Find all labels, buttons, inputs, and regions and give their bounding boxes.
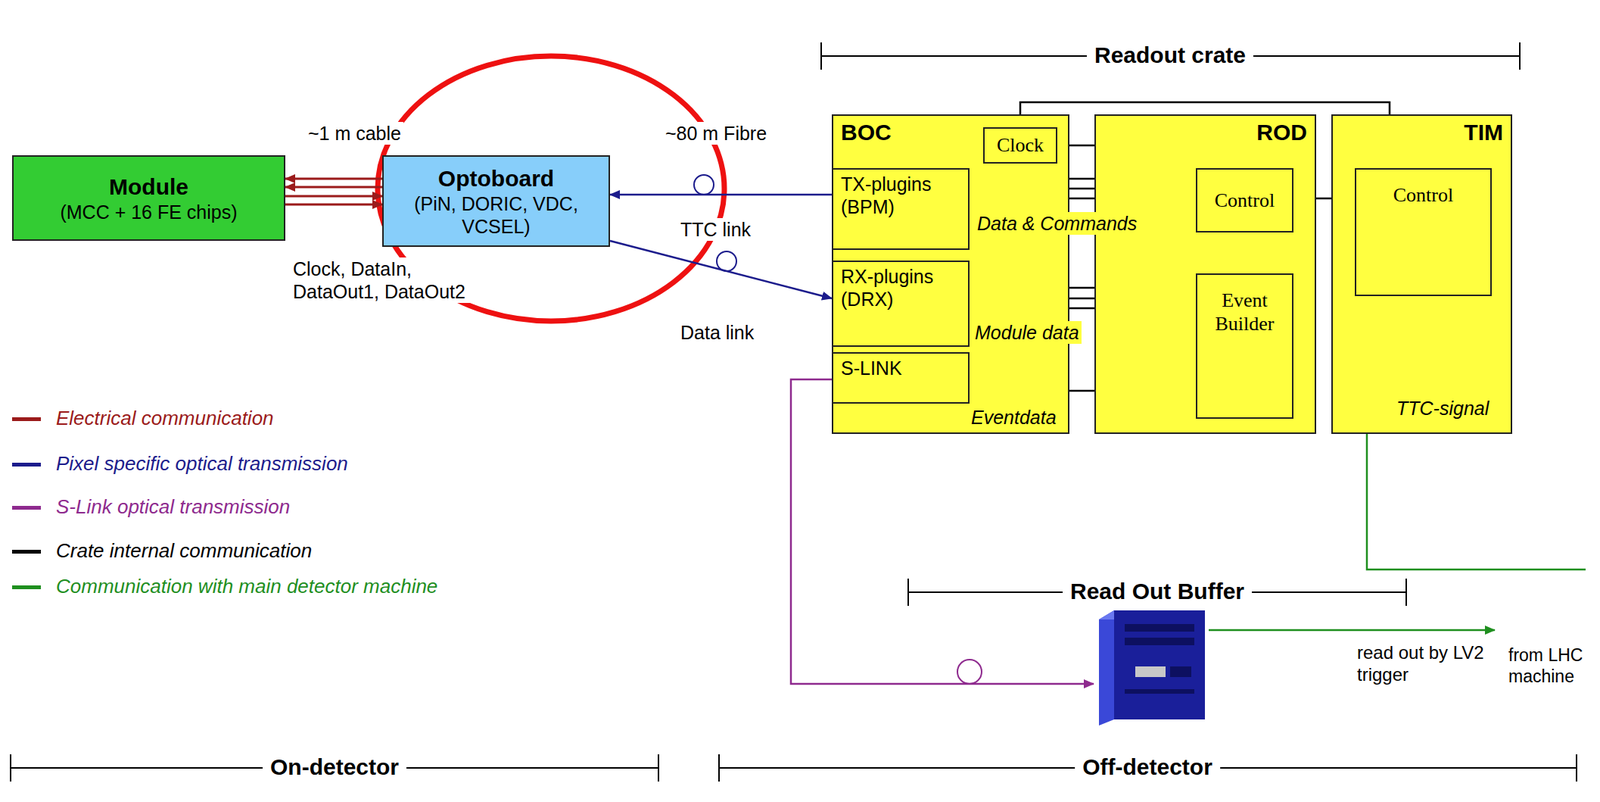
node-title: Control [1214,188,1275,212]
legend-text: Crate internal communication [56,538,312,563]
node-title: Module [108,173,189,201]
legend-swatch [12,549,41,554]
optoboard-box: Optoboard(PiN, DORIC, VDC, VCSEL) [382,155,611,247]
text-label: On-detector [262,753,407,781]
legend-text: Electrical communication [56,406,274,430]
text-label: from LHC machine [1506,644,1600,687]
module-box: Module(MCC + 16 FE chips) [12,155,286,241]
crate-card: TIM Control [1331,114,1513,434]
bracket [10,42,1577,782]
connector [610,240,832,299]
node-title: S-LINK [840,356,961,380]
text-label: Readout crate [1086,41,1254,69]
legend-text: S-Link optical transmission [56,494,290,519]
node-title: Control [1360,183,1486,207]
text-label: TTC link [678,217,754,241]
node-title: TX-plugins (BPM) [840,172,961,218]
text-label: read out by LV2 trigger [1354,641,1492,686]
text-label: Data link [678,320,757,344]
connector [285,177,383,181]
node-title: TIM [1340,118,1504,147]
text-label: Off-detector [1074,753,1221,781]
slink-box: S-LINK [831,351,970,404]
plugin-box: TX-plugins (BPM) [831,168,970,250]
legend-swatch [12,585,41,589]
text-label: ~80 m Fibre [663,121,769,145]
text-label: Data & Commands [974,211,1140,235]
connector [285,186,383,189]
node-title: Clock [996,133,1044,157]
node-subtitle: (PiN, DORIC, VDC, VCSEL) [389,192,603,238]
control-box: Control [1354,168,1492,296]
connector [610,193,832,197]
node-subtitle: (MCC + 16 FE chips) [59,200,237,224]
node-title: Event Builder [1201,288,1288,336]
fibre-loop [694,174,714,195]
control-box: Control [1195,168,1294,233]
legend-text: Communication with main detector machine [56,574,438,598]
connector [285,195,383,198]
server-icon [1098,610,1205,726]
text-label: TTC-signal [1394,396,1492,420]
connector [285,203,383,206]
text-label: Read Out Buffer [1062,577,1252,605]
fibre-loop [716,251,737,271]
legend-swatch [12,417,41,421]
plugin-box: RX-plugins (DRX) [831,260,970,347]
text-label: ~1 m cable [305,121,404,145]
crate-card: BOCClockTX-plugins (BPM)RX-plugins (DRX)… [831,114,1070,434]
clock-box: Clock [983,127,1058,164]
readout-arrow [1208,628,1495,632]
node-title: Optoboard [438,164,555,193]
event-builder-box: Event Builder [1195,273,1294,419]
text-label: Clock, DataIn, DataOut1, DataOut2 [290,257,504,303]
text-label: Module data [972,320,1082,344]
text-label: Eventdata [968,405,1059,429]
crate-card: ROD ControlEvent Builder [1094,114,1317,434]
legend-swatch [12,505,41,510]
node-title: ROD [1103,118,1308,147]
fibre-loop [957,659,982,684]
node-title: RX-plugins (DRX) [840,264,961,311]
legend-text: Pixel specific optical transmission [56,451,349,476]
legend-swatch [12,462,41,467]
